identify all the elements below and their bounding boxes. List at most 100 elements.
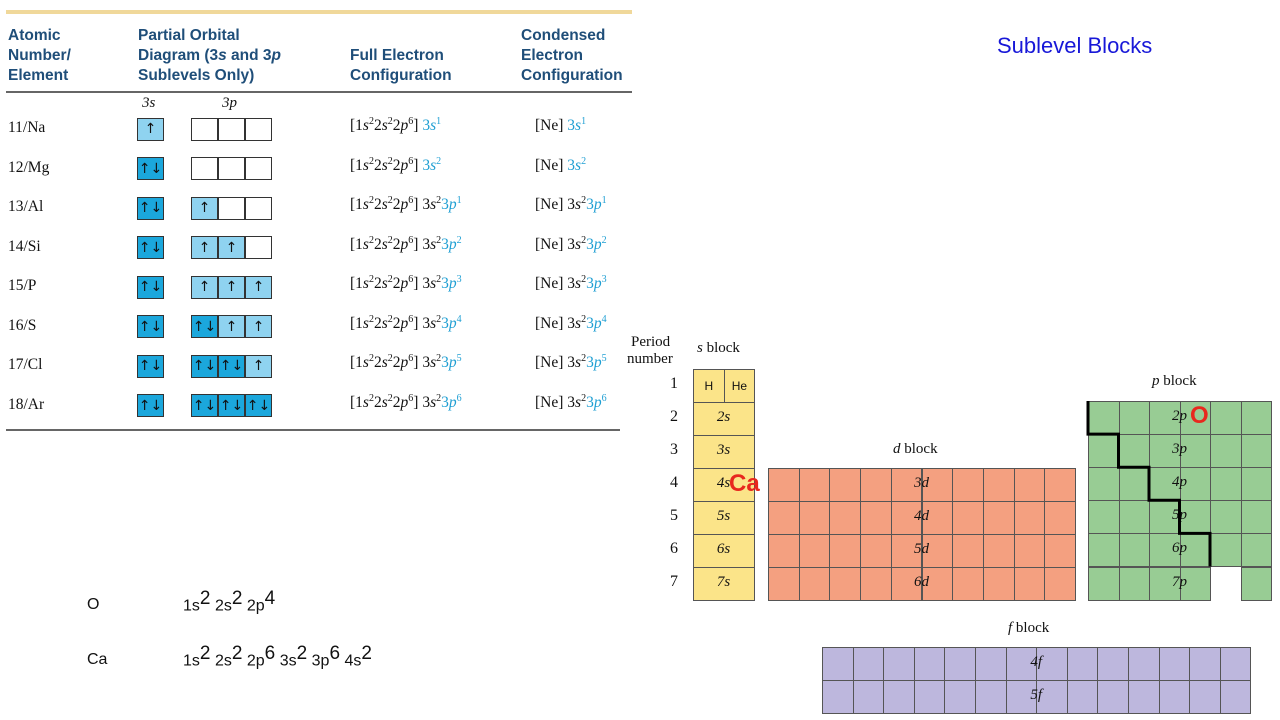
f-block-cell xyxy=(1158,647,1191,681)
orbital-3p-box: ↑ xyxy=(245,275,272,299)
d-block-cell xyxy=(1013,567,1046,602)
d-block-label: d block xyxy=(893,441,938,457)
f-block-cell xyxy=(1128,680,1160,714)
p-block-cell xyxy=(1088,401,1120,436)
sublevel-3p-label: 3p xyxy=(222,95,237,111)
p-block-cell xyxy=(1240,401,1272,436)
f-block-cell xyxy=(1066,647,1099,681)
d-block-cell xyxy=(860,500,892,535)
table-top-rule xyxy=(6,10,632,14)
config-line: 1s2 2s2 2p4 xyxy=(183,588,276,615)
f-block-cell xyxy=(883,647,915,681)
f-block-cell xyxy=(913,680,946,714)
d-block-cell xyxy=(982,534,1015,569)
d-block-cell xyxy=(1044,500,1076,535)
f-block-cell xyxy=(1005,680,1038,714)
d-block-cell xyxy=(982,467,1015,502)
orbital-3p-box: ↑ xyxy=(191,236,218,259)
p-block-cell xyxy=(1240,566,1272,601)
d-block-cell xyxy=(768,467,800,502)
f-block-sublevel: 4f xyxy=(1030,654,1043,670)
p-block-cell xyxy=(1210,434,1242,469)
f-block-cell xyxy=(1219,647,1252,681)
p-block-cell xyxy=(1240,467,1272,502)
d-block-cell xyxy=(798,534,831,569)
d-block-cell xyxy=(798,500,831,535)
f-block-cell xyxy=(944,680,976,714)
d-block-cell xyxy=(829,567,862,602)
full-config: [1s22s22p6] 3s23p2 xyxy=(350,234,462,253)
orbital-3p-box: ↑↓ xyxy=(191,315,218,338)
element-label: 16/S xyxy=(8,316,37,334)
full-config: [1s22s22p6] 3s23p5 xyxy=(350,353,462,372)
cell-he: He xyxy=(723,368,756,403)
s-block-cell xyxy=(693,500,756,535)
header-partial-orbital-line3: Sublevels Only) xyxy=(138,67,255,84)
orbital-3p-box xyxy=(245,236,272,259)
p-block-cell xyxy=(1118,467,1150,502)
d-block-sublevel: 5d xyxy=(913,541,929,557)
element-label: 17/Cl xyxy=(8,356,43,373)
period-number: 3 xyxy=(670,440,678,458)
orbital-3s-box: ↑↓ xyxy=(137,157,164,180)
f-block-cell xyxy=(975,680,1007,714)
d-block-cell xyxy=(1044,534,1076,569)
condensed-config: [Ne] 3s23p1 xyxy=(535,195,607,214)
d-block-cell xyxy=(1044,567,1076,602)
d-block-sublevel: 6d xyxy=(913,574,929,591)
f-block-label: f block xyxy=(1008,620,1050,636)
p-block-cell xyxy=(1240,500,1272,535)
d-block-sublevel: 4d xyxy=(913,507,929,524)
p-block-sublevel: 6p xyxy=(1172,540,1187,557)
p-block-sublevel: 3p xyxy=(1172,441,1187,458)
header-partial-orbital-line2: Diagram (3s and 3p xyxy=(138,47,282,64)
s-block-cell xyxy=(693,534,756,569)
d-block-cell xyxy=(860,567,892,602)
f-block-cell xyxy=(1128,647,1160,681)
p-block-cell xyxy=(1210,467,1242,502)
config-line: 1s2 2s2 2p6 3s2 3p6 4s2 xyxy=(183,643,372,670)
orbital-3p-box: ↑ xyxy=(245,354,272,378)
orbital-3p-box: ↑ xyxy=(245,315,272,338)
element-label: 12/Mg xyxy=(8,158,50,176)
calcium-marker: Ca xyxy=(729,470,760,497)
f-block-cell xyxy=(1158,680,1191,714)
f-block-sublevel: 5f xyxy=(1030,687,1043,703)
s-block-cell xyxy=(693,434,756,469)
full-config: [1s22s22p6] 3s23p6 xyxy=(350,392,462,411)
element-label: 18/Ar xyxy=(8,395,45,413)
d-block-cell xyxy=(952,567,984,602)
d-block-cell xyxy=(1044,467,1076,502)
p-block-cell xyxy=(1210,500,1242,535)
condensed-config: [Ne] 3s1 xyxy=(535,116,587,135)
orbital-3p-box: ↑ xyxy=(191,275,218,299)
d-block-cell xyxy=(921,567,954,602)
header-partial-orbital-line1: Partial Orbital xyxy=(138,27,240,44)
f-block-cell xyxy=(852,647,885,681)
orbital-3p-box xyxy=(218,157,245,180)
orbital-3p-box: ↑↓ xyxy=(191,394,218,417)
header-partial-orbital: Partial Orbital Diagram (3s and 3p Suble… xyxy=(138,26,281,86)
d-block-cell xyxy=(798,567,831,602)
s-block-cell xyxy=(693,567,756,602)
d-block-cell xyxy=(1013,534,1046,569)
f-block-cell xyxy=(883,680,915,714)
condensed-config: [Ne] 3s2 xyxy=(535,155,587,174)
d-block-cell xyxy=(982,567,1015,602)
condensed-config: [Ne] 3s23p2 xyxy=(535,234,607,253)
oxygen-marker: O xyxy=(1190,402,1209,429)
f-block-cell xyxy=(913,647,946,681)
orbital-3p-box xyxy=(218,117,245,141)
orbital-3s-box: ↑ xyxy=(137,117,164,141)
period-number: 2 xyxy=(670,407,678,425)
p-block-cell xyxy=(1210,533,1242,568)
d-block-cell xyxy=(768,500,800,535)
period-number: 7 xyxy=(670,573,678,591)
s-block-sublevel: 5s xyxy=(716,507,731,524)
header-condensed-config: Condensed Electron Configuration xyxy=(521,27,623,84)
f-block-cell xyxy=(1036,647,1068,681)
d-block-cell xyxy=(829,534,862,569)
cell-h: H xyxy=(693,368,725,403)
orbital-3s-box: ↑↓ xyxy=(137,196,164,220)
p-block-cell xyxy=(1118,533,1150,568)
